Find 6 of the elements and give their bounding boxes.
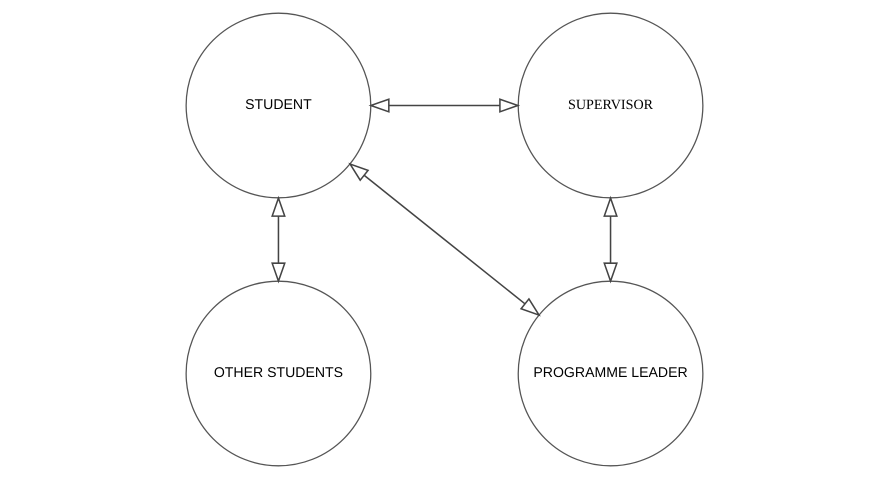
- arrow: [368, 98, 520, 113]
- arrow: [603, 196, 618, 284]
- node-circle: SUPERVISOR: [518, 12, 704, 198]
- node-circle: OTHER STUDENTS: [186, 280, 372, 466]
- arrow: [271, 196, 286, 284]
- arrow: [348, 162, 541, 316]
